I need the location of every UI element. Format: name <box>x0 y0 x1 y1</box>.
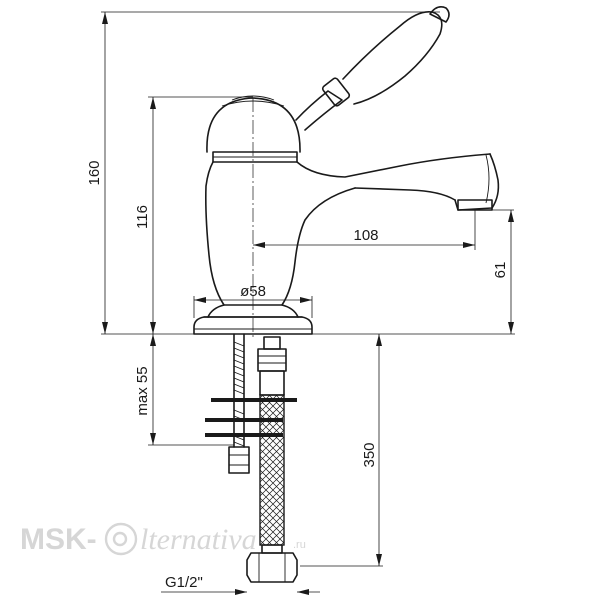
dimension-spout-height: 116 <box>134 97 156 334</box>
dimension-160-label: 160 <box>86 160 103 185</box>
hose-nut <box>246 552 298 583</box>
watermark-suffix: .ru <box>293 539 306 551</box>
extension-lines <box>101 11 515 567</box>
lever-cap <box>429 6 450 23</box>
dimension-58-label: ø58 <box>240 283 266 300</box>
mounting-stud <box>228 333 250 474</box>
watermark-prefix: MSK- <box>20 523 97 556</box>
dimension-total-height: 160 <box>86 12 108 334</box>
stud-nut <box>228 446 250 474</box>
dome-ring <box>212 151 298 163</box>
dimension-max55-label: max 55 <box>134 366 151 415</box>
dimension-61-label: 61 <box>492 262 509 279</box>
dimension-108-label: 108 <box>353 227 378 244</box>
faucet-body <box>193 95 500 335</box>
spout-tip <box>454 153 500 211</box>
base-collar <box>207 304 299 318</box>
dimension-116-label: 116 <box>134 205 151 229</box>
flexible-hose <box>246 336 298 583</box>
thread-callout: G1/2" <box>161 574 320 595</box>
thread-label: G1/2" <box>165 574 203 591</box>
lever-grip <box>342 10 443 105</box>
hose-braid <box>259 394 285 546</box>
body-outline <box>205 161 225 306</box>
dimension-350-label: 350 <box>361 442 378 467</box>
watermark-name: lternativa <box>140 523 257 556</box>
dimension-spout-clearance: 61 <box>492 210 514 334</box>
lever-handle <box>295 6 450 131</box>
lever-collar <box>321 77 351 107</box>
mounting-washers <box>205 398 297 437</box>
dimension-base-diameter: ø58 <box>193 283 313 318</box>
dimension-spout-reach: 108 <box>253 227 475 248</box>
dimension-max-thickness: max 55 <box>134 334 156 445</box>
hose-connector-top <box>263 336 281 350</box>
spout <box>296 153 491 178</box>
handle-dome <box>206 97 301 153</box>
watermark: MSK- lternativa .ru <box>20 522 306 556</box>
watermark-at-icon <box>104 522 138 556</box>
dimension-hose-length: 350 <box>361 334 382 566</box>
